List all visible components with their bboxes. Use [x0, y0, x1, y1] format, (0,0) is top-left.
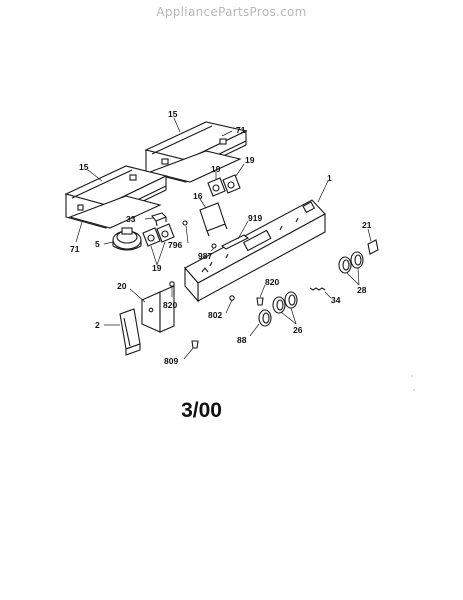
callout-71-lower: 71: [70, 244, 80, 254]
callout-labels: 15 71 15 71 19 19 19 33 5 16 1 919 796 9…: [70, 109, 372, 366]
infinite-switch-lower-a: [142, 227, 161, 247]
callout-19-lower: 19: [152, 263, 162, 273]
knob-28-a: [338, 256, 352, 274]
end-bracket-part: [141, 285, 175, 333]
callout-1: 1: [327, 173, 332, 183]
callout-33: 33: [126, 214, 136, 224]
scan-speck: [413, 389, 415, 391]
callout-19-upper-left: 19: [211, 164, 221, 174]
callout-26: 26: [293, 325, 303, 335]
knob-26-b: [284, 291, 298, 309]
spring-34: [309, 287, 326, 291]
screw-796: [182, 220, 188, 226]
rear-bracket-lower: [64, 165, 168, 229]
callout-820-center: 820: [265, 277, 279, 287]
callout-919: 919: [248, 213, 262, 223]
leader-lines: [75, 117, 372, 360]
clip-part: [151, 212, 167, 227]
callout-2: 2: [95, 320, 100, 330]
infinite-switch-upper-a: [207, 177, 226, 197]
callout-20: 20: [117, 281, 127, 291]
callout-802: 802: [208, 310, 222, 320]
infinite-switch-lower-b: [156, 223, 175, 243]
callout-16: 16: [193, 191, 203, 201]
date-code: 3/00: [181, 399, 222, 422]
knob-28-b: [350, 251, 364, 269]
infinite-switch-upper-b: [222, 174, 241, 194]
callout-34: 34: [331, 295, 341, 305]
rear-bracket-upper: [144, 121, 248, 183]
knob-26-a: [272, 296, 286, 314]
control-panel-part: [184, 199, 326, 303]
end-cap-part: [119, 308, 141, 356]
callout-28: 28: [357, 285, 367, 295]
callout-987: 987: [198, 251, 212, 261]
callout-820-left: 820: [163, 300, 177, 310]
switch-bracket-part: [199, 202, 228, 237]
panel-gasket-part: [220, 234, 250, 250]
knob-21: [367, 239, 379, 255]
callout-809: 809: [164, 356, 178, 366]
scan-speck: [411, 375, 413, 377]
watermark: AppliancePartsPros.com: [156, 5, 307, 19]
screw-987: [211, 243, 217, 249]
callout-71-upper: 71: [236, 125, 246, 135]
callout-15-lower: 15: [79, 162, 89, 172]
callout-15-upper: 15: [168, 109, 178, 119]
knob-88: [258, 309, 272, 327]
callout-21: 21: [362, 220, 372, 230]
screw-809: [191, 340, 199, 349]
selector-switch-part: [112, 227, 142, 251]
callout-5: 5: [95, 239, 100, 249]
callout-19-upper-right: 19: [245, 155, 255, 165]
screw-802: [229, 295, 235, 301]
callout-796: 796: [168, 240, 182, 250]
screw-820-center: [256, 297, 264, 306]
callout-88: 88: [237, 335, 247, 345]
screw-820-left: [169, 281, 175, 287]
